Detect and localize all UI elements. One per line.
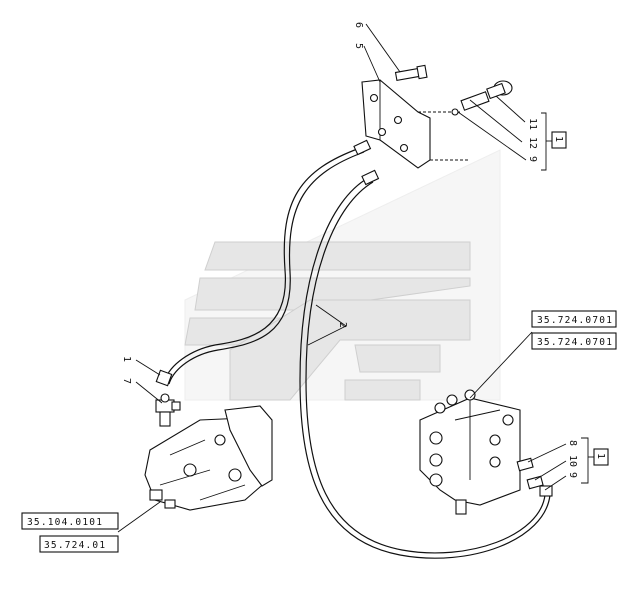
reference-box-valve: 35.724.0701 35.724.0701 [531, 310, 617, 350]
callout-8: 8 [567, 440, 578, 446]
callout-9-bottom: 9 [567, 472, 578, 478]
mounting-bracket [361, 79, 470, 169]
box-callout-1-top: 1 [553, 136, 564, 142]
tee-fitting [155, 393, 181, 427]
boxed-callout-bottom: 1 [593, 448, 609, 466]
callout-2: 2 [337, 322, 348, 328]
box-callout-1-bottom: 1 [595, 453, 606, 459]
callout-1-left: 1 [121, 356, 132, 362]
watermark-logo [184, 149, 501, 401]
callout-10: 10 [567, 455, 578, 467]
hose-assembly [155, 139, 551, 559]
callout-7: 7 [121, 378, 132, 384]
callout-labels: 6 5 11 12 9 2 1 7 8 10 9 [121, 22, 578, 478]
boxed-callout-top: 1 [551, 131, 567, 149]
ref-35-724-0701-a: 35.724.0701 [537, 315, 613, 326]
bolt [394, 64, 428, 82]
callout-9-top: 9 [527, 156, 538, 162]
reference-box-pump: 35.104.0101 35.724.01 [21, 512, 119, 553]
callout-5: 5 [353, 43, 364, 49]
ref-35-724-0701-b: 35.724.0701 [537, 337, 613, 348]
hydraulic-pump [144, 405, 273, 511]
upper-fittings [451, 80, 513, 116]
ref-35-104-0101: 35.104.0101 [27, 517, 103, 528]
leader-lines [117, 23, 594, 533]
control-valve [419, 389, 553, 515]
callout-11: 11 [527, 118, 538, 130]
callout-12: 12 [527, 137, 538, 149]
callout-6: 6 [353, 22, 364, 28]
ref-35-724-01: 35.724.01 [44, 540, 106, 551]
